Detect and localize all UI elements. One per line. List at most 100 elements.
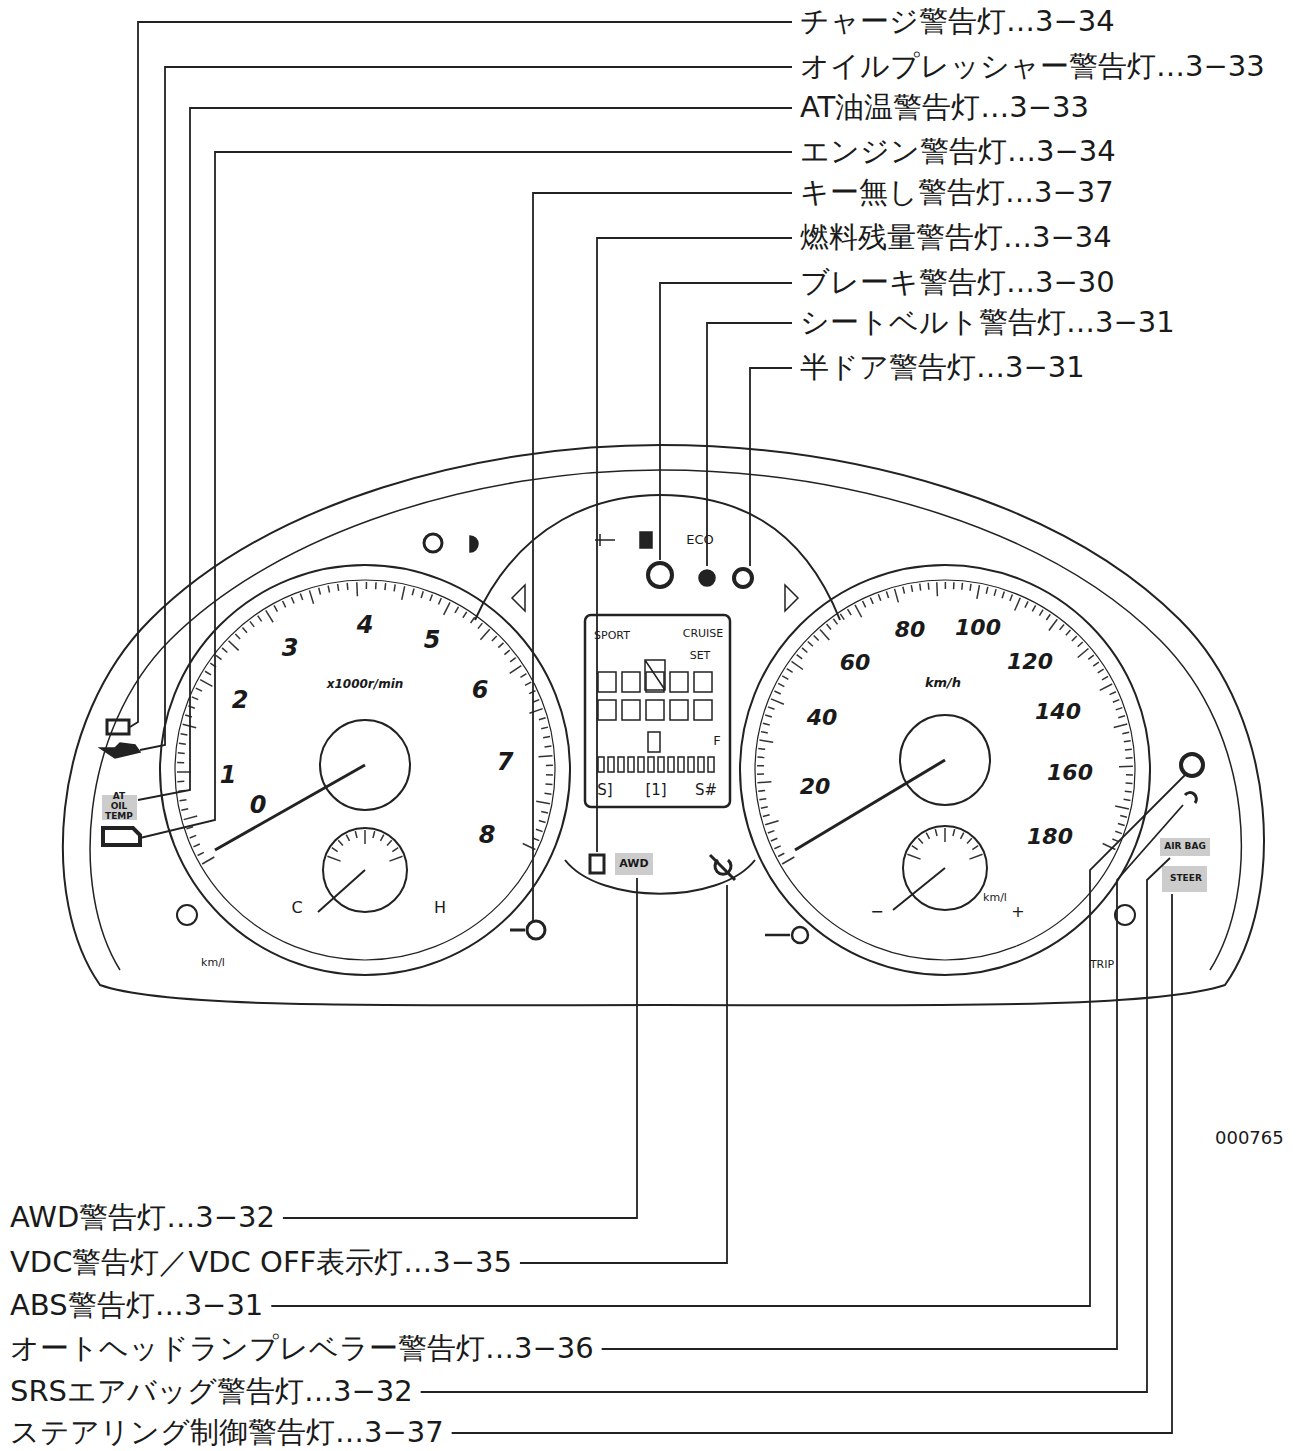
leader-line (597, 238, 792, 852)
dial-tick (536, 829, 543, 831)
dial-tick (184, 816, 198, 820)
dial-tick (471, 617, 475, 623)
dial-tick (525, 682, 531, 685)
temp-needle (318, 870, 365, 912)
dial-tick (539, 718, 546, 720)
dial-tick (1049, 619, 1057, 630)
dial-tick (765, 821, 778, 825)
dial-tick (935, 829, 937, 836)
dial-tick (1126, 774, 1133, 776)
dial-tick (797, 655, 803, 659)
dial-tick (190, 835, 197, 838)
lcd-digit (598, 672, 616, 692)
dial-tick (196, 688, 202, 691)
dial-tick (332, 848, 338, 852)
dial-number: 140 (1035, 700, 1081, 724)
dial-number: 1 (220, 762, 237, 788)
dial-tick (782, 857, 794, 864)
callout-text: VDC警告灯／VDC OFF表示灯…3−35 (10, 1247, 512, 1279)
dial-tick (463, 612, 467, 618)
dial-tick (878, 594, 880, 601)
leader-line (271, 775, 1185, 1306)
position-lamp-icon (595, 534, 615, 546)
turn-right-arrow (785, 585, 798, 611)
dial-tick (907, 854, 920, 859)
dial-tick (380, 835, 383, 841)
dial-tick (771, 699, 784, 704)
dial-tick (961, 583, 963, 590)
dial-tick (969, 854, 982, 859)
dial-tick (1124, 799, 1131, 800)
speed-needle (795, 760, 945, 850)
dial-tick (758, 790, 765, 792)
dial-tick (967, 838, 972, 843)
panel-label: km/l (201, 957, 225, 969)
dial-tick (389, 856, 402, 861)
dial-tick (1126, 782, 1133, 784)
dial-tick (1066, 630, 1071, 635)
dial-tick (820, 630, 829, 640)
dial-tick (364, 830, 366, 844)
dial-tick (763, 723, 770, 725)
lcd-segments (598, 672, 714, 772)
dial-number: 100 (955, 616, 1001, 640)
dial-tick (808, 642, 813, 647)
dial-number: 8 (479, 822, 496, 848)
dial-number: 80 (895, 618, 926, 642)
figure-number: 000765 (1215, 1128, 1284, 1148)
dial-number: 60 (840, 651, 871, 675)
dial-tick (387, 840, 392, 845)
callout-text: エンジン警告灯…3−34 (800, 136, 1116, 168)
dial-tick (179, 742, 186, 744)
dial-tick (498, 643, 503, 648)
gauge-unit: km/l (983, 892, 1007, 904)
dial-tick (969, 584, 971, 591)
lcd-digit (622, 700, 640, 720)
econ-needle (893, 868, 945, 910)
lcd-shift-icon (645, 660, 665, 690)
lcd-text: CRUISE (683, 628, 724, 640)
engine-icon (103, 828, 140, 845)
dial-tick (759, 740, 773, 742)
callout-text: シートベルト警告灯…3−31 (800, 307, 1175, 339)
dial-tick (480, 629, 489, 639)
badge-text: AT OIL TEMP (104, 792, 134, 822)
tach-needle (215, 765, 365, 850)
door-icon (734, 569, 752, 587)
lcd-text: S# (695, 782, 717, 799)
dial-tick (539, 820, 546, 822)
dial-tick (774, 846, 780, 849)
indicator-text: ECO (686, 533, 714, 547)
dial-tick (438, 598, 441, 604)
lcd-bar (678, 757, 684, 772)
lcd-bar (638, 757, 644, 772)
lcd-bar (688, 757, 694, 772)
callout-text: キー無し警告灯…3−37 (800, 177, 1114, 209)
dial-tick (1060, 624, 1064, 629)
lcd-digit (670, 672, 688, 692)
dial-tick (309, 590, 313, 603)
dial-tick (338, 584, 339, 591)
dial-tick (814, 635, 819, 640)
lcd-digit (598, 700, 616, 720)
dial-tick (1126, 757, 1133, 759)
lcd-text: SET (690, 650, 711, 662)
dial-tick (1120, 815, 1127, 817)
dial-tick (300, 593, 302, 600)
dial-tick (545, 792, 552, 794)
dial-tick (258, 616, 262, 622)
lcd-bar (618, 757, 624, 772)
lcd-bar (698, 757, 704, 772)
dial-tick (177, 762, 184, 764)
tachometer-face (175, 580, 555, 960)
dial-number: 40 (807, 706, 838, 730)
badge-text: AWD (619, 858, 648, 870)
dial-tick (774, 691, 780, 694)
callout-text: AT油温警告灯…3−33 (800, 92, 1089, 124)
brake-icon (648, 563, 672, 587)
dial-tick (1025, 601, 1028, 607)
dial-tick (827, 624, 831, 629)
dial-tick (200, 680, 212, 687)
dial-tick (1088, 655, 1094, 659)
lcd-text: [1] (645, 782, 666, 799)
